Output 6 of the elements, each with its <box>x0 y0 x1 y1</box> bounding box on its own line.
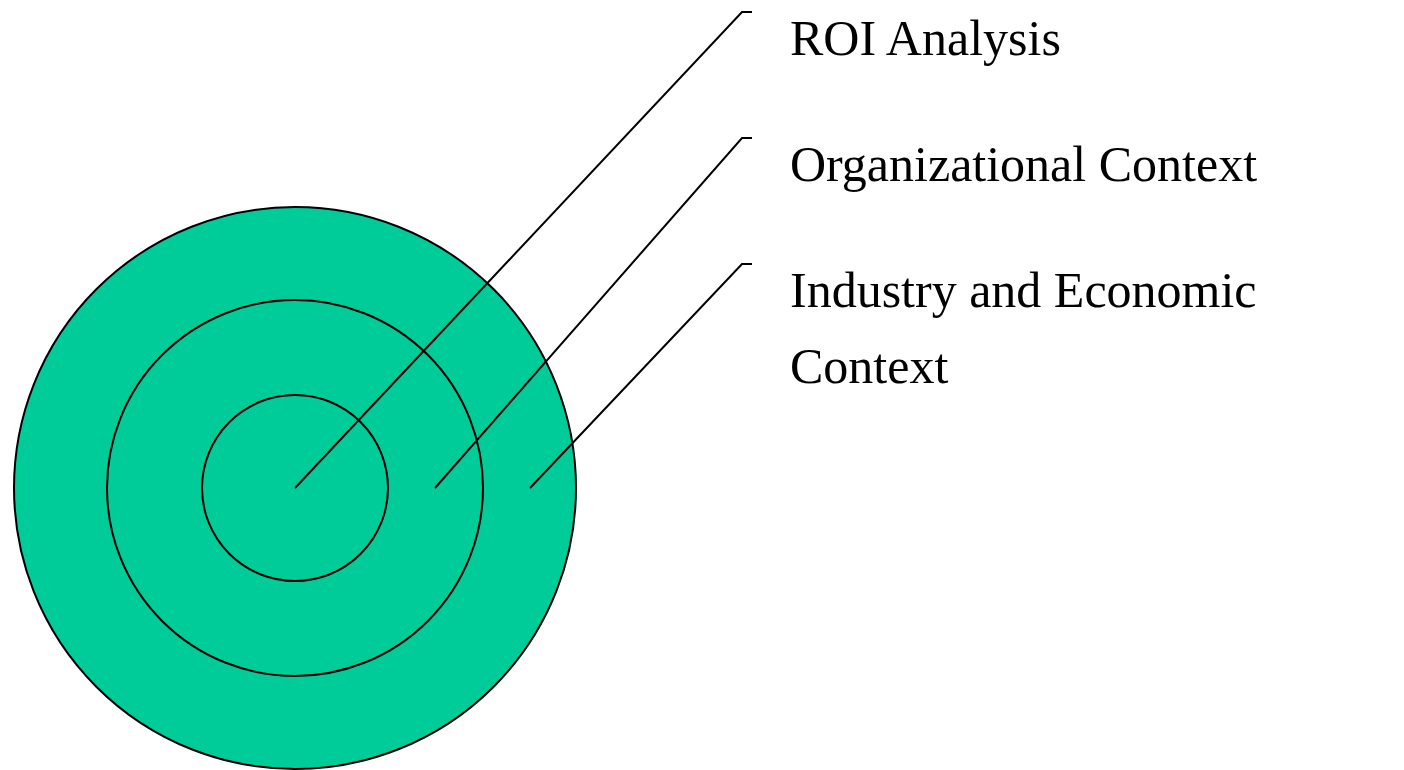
callout-label: Industry and Economic Context <box>752 252 1404 404</box>
leader-line <box>529 263 753 489</box>
leader-line <box>294 11 753 489</box>
callout-label: ROI Analysis <box>752 0 1352 76</box>
leader-line <box>434 137 753 489</box>
callout-label: Organizational Context <box>752 126 1404 202</box>
